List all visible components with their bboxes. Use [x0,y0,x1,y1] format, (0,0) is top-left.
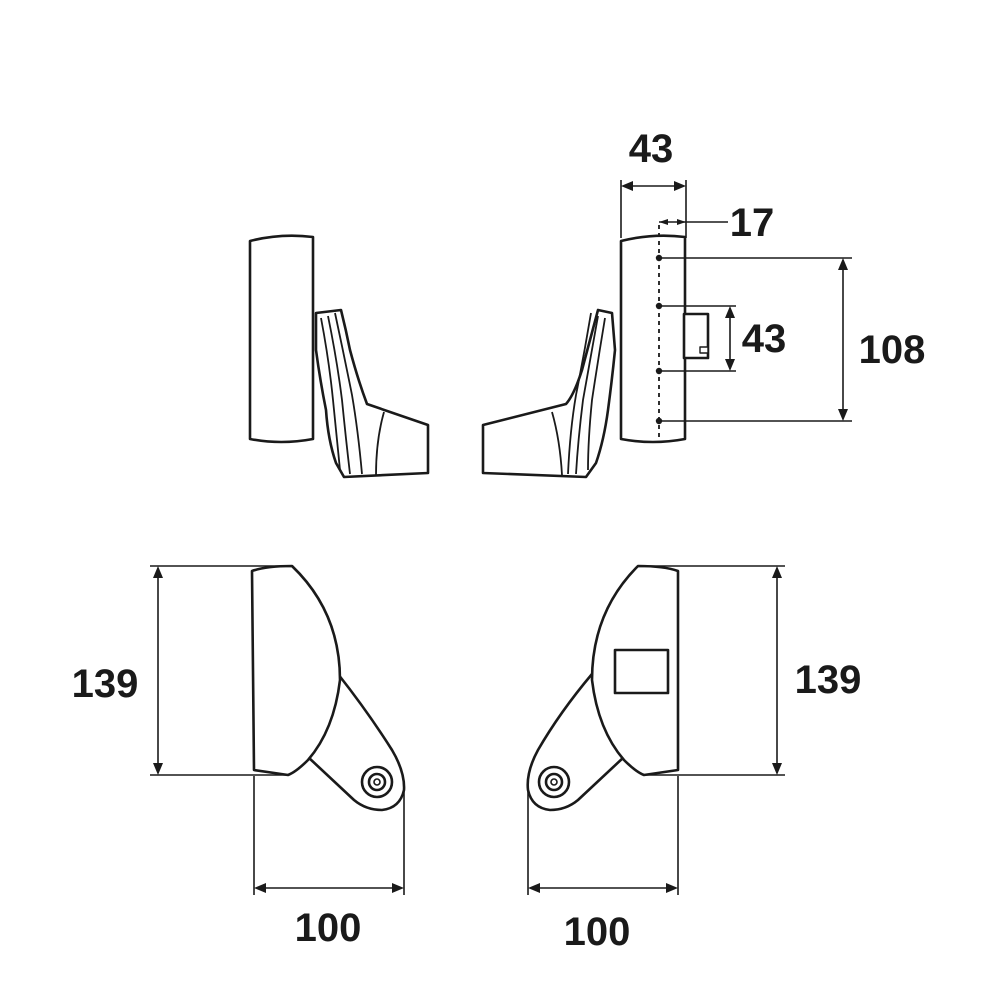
top-left-lever-contour-2 [327,315,351,475]
dimension-top-offset-label: 17 [730,201,775,245]
top-right-lever-contour-3 [567,312,592,475]
top-right-lever-arm [481,308,617,479]
top-right-side-view [481,225,710,479]
bottom-right-cylinder-window [613,648,670,695]
top-right-lever-contour-4 [551,411,563,476]
dimension-left-height [150,565,292,776]
top-left-lever-contour-4 [375,411,385,476]
top-right-backplate [619,234,687,444]
dimension-top-height-label: 108 [859,328,926,372]
bottom-left-pivot-core [373,778,381,786]
dimension-top-height [659,257,852,422]
top-left-backplate [248,234,315,444]
top-right-lever-contour-1 [587,317,606,471]
top-left-lever-contour-1 [320,317,341,471]
dimension-right-depth-label: 100 [564,910,631,954]
dimension-top-width-label: 43 [629,127,674,171]
dimension-right-height [638,565,785,776]
bottom-left-front-view [250,564,406,812]
dimension-left-depth [253,776,405,895]
dimension-top-hole-spacing [659,305,736,372]
top-right-lever-contour-2 [575,315,599,475]
bottom-right-front-view [526,564,680,812]
bottom-right-pivot-core [550,778,558,786]
top-left-side-view [248,234,430,479]
dimension-left-depth-label: 100 [295,906,362,950]
dimension-top-offset [659,219,728,225]
dimension-top-width [620,180,687,238]
dimension-left-height-label: 139 [72,662,139,706]
dimension-right-height-label: 139 [795,658,862,702]
dimension-right-depth [527,776,679,895]
dimension-top-hole-spacing-label: 43 [742,317,787,361]
top-right-cylinder-tab [699,346,709,354]
top-left-lever-contour-3 [334,312,363,475]
